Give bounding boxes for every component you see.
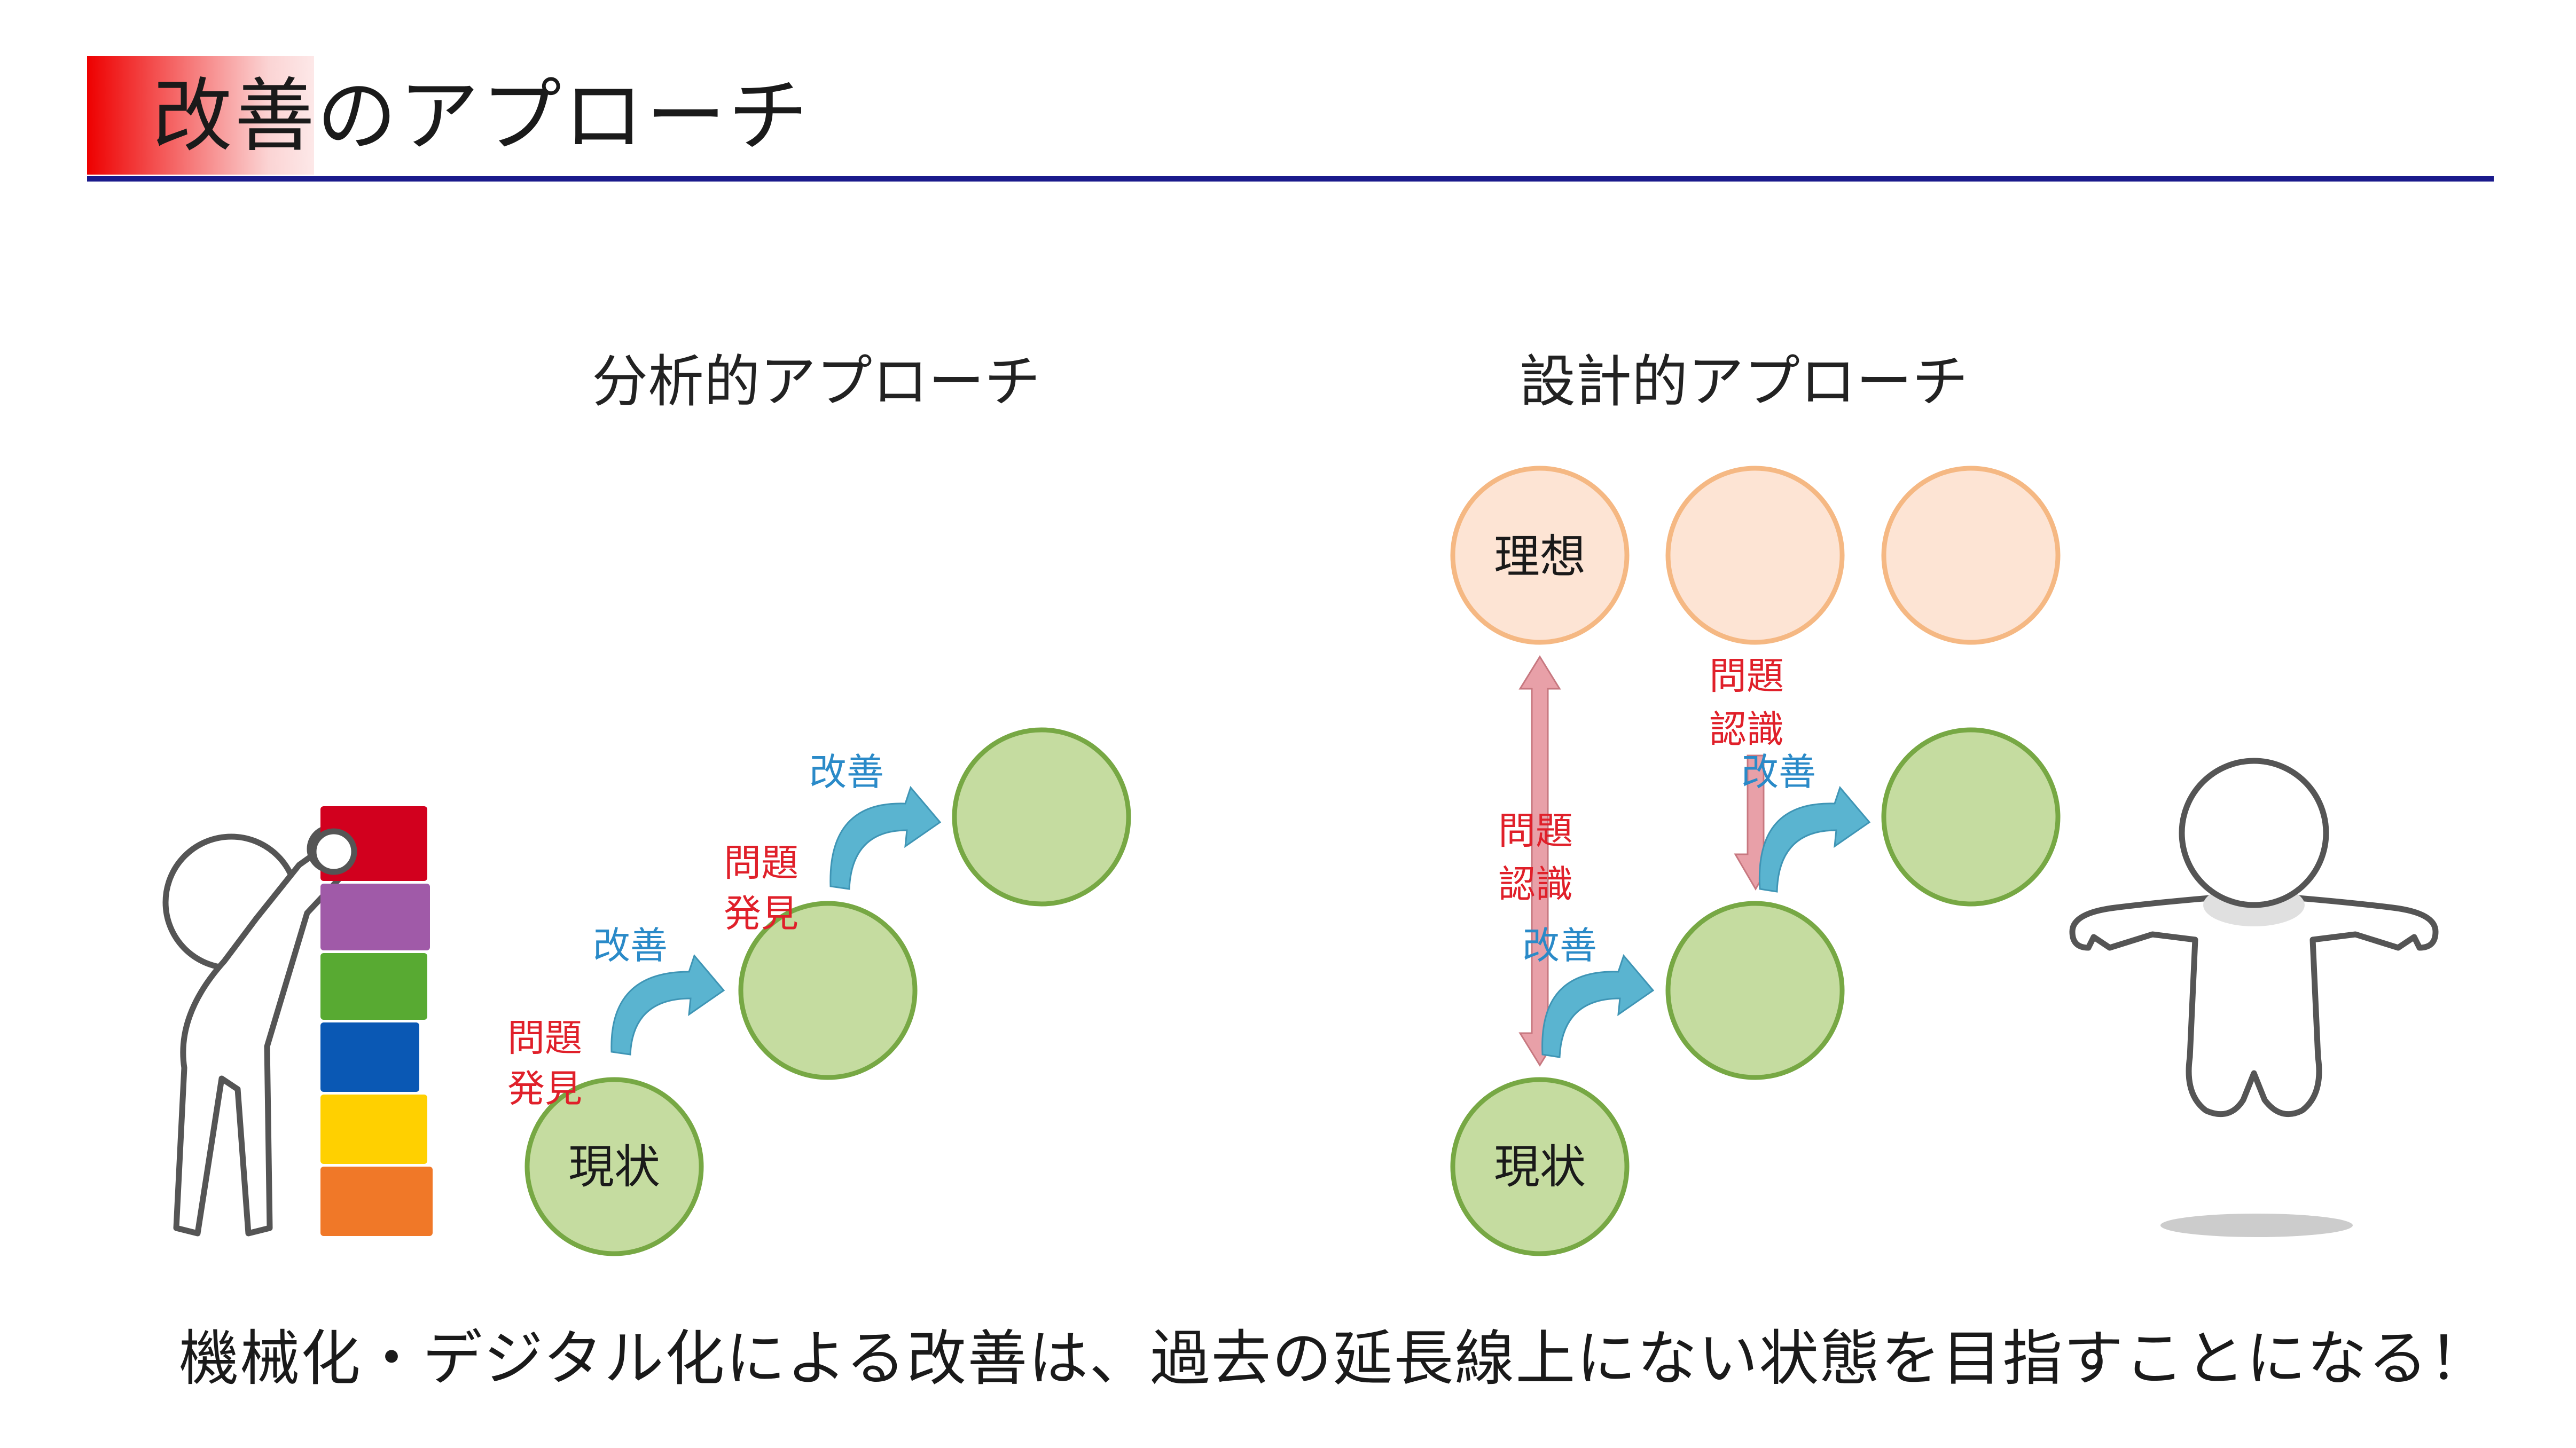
design-improve-1: 改善 — [1522, 924, 1597, 967]
block-yellow — [320, 1095, 427, 1164]
jumping-person-icon — [2069, 758, 2439, 1237]
block-green — [320, 953, 427, 1020]
analytical-current-circle — [524, 1077, 704, 1256]
ideal-circle-3 — [1881, 466, 2061, 645]
double-arrow-icon — [1518, 655, 1561, 1067]
analytical-problem-found-2-line2: 発見 — [724, 892, 798, 935]
curved-arrow-icon — [1758, 785, 1871, 893]
design-problem-recognition-2-line1: 問題 — [1709, 654, 1784, 698]
analytical-step-circle-2 — [738, 901, 918, 1080]
ideal-label: 理想 — [1494, 530, 1586, 584]
design-current-label: 現状 — [1494, 1140, 1586, 1194]
block-purple — [320, 884, 430, 950]
footer-message: 機械化・デジタル化による改善は、過去の延長線上にない状態を目指すことになる！ — [179, 1324, 2490, 1394]
block-blue — [320, 1022, 419, 1092]
analytical-improve-2: 改善 — [809, 750, 884, 794]
ideal-circle-2 — [1665, 466, 1845, 645]
design-problem-recognition-2-line2: 認識 — [1709, 707, 1784, 751]
design-problem-recognition-1-line2: 認識 — [1498, 862, 1573, 906]
design-problem-recognition-1-line1: 問題 — [1498, 809, 1573, 853]
analytical-current-label: 現状 — [568, 1140, 660, 1194]
curved-arrow-icon — [829, 785, 942, 890]
analytical-heading: 分析的アプローチ — [592, 349, 1041, 414]
design-improve-2: 改善 — [1741, 750, 1816, 794]
block-stack — [310, 806, 433, 1236]
curved-arrow-icon — [610, 954, 725, 1056]
design-step-circle-3 — [1881, 727, 2061, 907]
analytical-problem-found-1-line1: 問題 — [507, 1016, 582, 1060]
analytical-problem-found-1-line2: 発見 — [507, 1067, 582, 1111]
analytical-problem-found-2-line1: 問題 — [724, 841, 798, 885]
block-orange — [320, 1167, 433, 1236]
design-heading: 設計的アプローチ — [1520, 349, 1969, 414]
ideal-circle — [1450, 466, 1630, 645]
analytical-step-circle-3 — [952, 727, 1131, 907]
curved-arrow-icon — [1541, 954, 1655, 1058]
analytical-improve-1: 改善 — [593, 924, 668, 967]
design-current-circle — [1450, 1077, 1630, 1256]
title-rule — [87, 176, 2494, 182]
title-accent-bar — [87, 56, 314, 175]
page-title: 改善のアプローチ — [152, 70, 811, 163]
design-step-circle-2 — [1665, 901, 1845, 1080]
